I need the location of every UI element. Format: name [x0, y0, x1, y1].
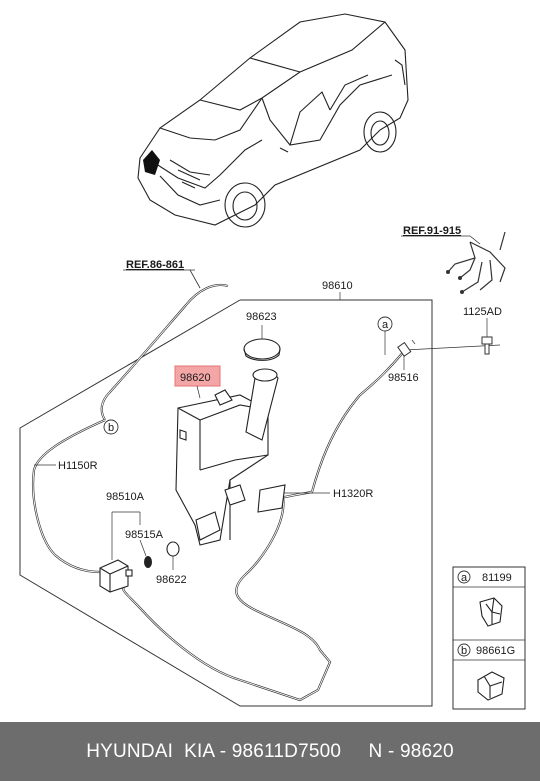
check-valve-98516-part: [397, 341, 412, 357]
washer-pump-part: [99, 559, 133, 593]
leader-98620: [196, 385, 201, 399]
legend-row-a: a 81199: [457, 570, 512, 584]
legend-marker-b: b: [461, 645, 467, 657]
part-label-98622: 98622: [156, 574, 187, 586]
part-number-footer: HYUNDAI KIA - 98611D7500 N - 98620: [0, 722, 540, 781]
ref-86-leader: [189, 269, 201, 289]
legend-code-98661G: 98661G: [476, 645, 515, 657]
part-label-98623: 98623: [246, 311, 277, 323]
assembly-outline: [19, 299, 433, 707]
callout-b: b: [103, 419, 119, 435]
vehicle-washer-location-mark: [143, 150, 160, 175]
washer-reservoir-part: [175, 368, 286, 546]
grommet-part: [166, 541, 180, 557]
hose-H1150R: [32, 418, 106, 574]
filler-cap-part: [243, 338, 281, 360]
callout-a: a: [377, 316, 393, 355]
ref-91-leader: [469, 235, 481, 245]
leader-98510A: [111, 511, 141, 560]
part-label-98620: 98620: [180, 372, 211, 384]
part-label-H1320R: H1320R: [333, 488, 373, 500]
legend-table: a 81199 b 98661G: [452, 566, 526, 710]
part-label-H1150R: H1150R: [58, 460, 98, 472]
legend-row-b: b 98661G: [457, 643, 515, 657]
legend-code-81199: 81199: [482, 572, 512, 584]
legend-marker-a: a: [461, 572, 468, 584]
part-label-98510A: 98510A: [106, 491, 145, 503]
clip-98661G-part: [477, 671, 505, 701]
footer-text: HYUNDAI KIA - 98611D7500 N - 98620: [86, 740, 454, 762]
leader-98515A: [139, 539, 147, 557]
front-hose: [100, 283, 229, 421]
part-label-98610: 98610: [322, 280, 353, 292]
ref-91-915-label: REF.91-915: [403, 225, 461, 237]
part-label-98516: 98516: [388, 372, 419, 384]
vehicle-illustration: [137, 13, 409, 228]
callout-b-letter: b: [108, 422, 114, 434]
pump-seal-part: [144, 556, 152, 568]
part-highlight-98620: [174, 365, 221, 387]
wiring-harness: [447, 231, 506, 293]
clip-81199-part: [479, 597, 503, 627]
part-label-1125AD: 1125AD: [463, 306, 502, 318]
hose-H1320R: [122, 491, 332, 702]
parts-diagram: a b REF.86-861 REF.91-915 98610 98623 98…: [19, 13, 526, 710]
rear-hose-upper: [404, 344, 501, 351]
callout-a-letter: a: [382, 319, 389, 331]
ref-86-861-label: REF.86-861: [126, 259, 184, 271]
part-label-98515A: 98515A: [125, 529, 164, 541]
